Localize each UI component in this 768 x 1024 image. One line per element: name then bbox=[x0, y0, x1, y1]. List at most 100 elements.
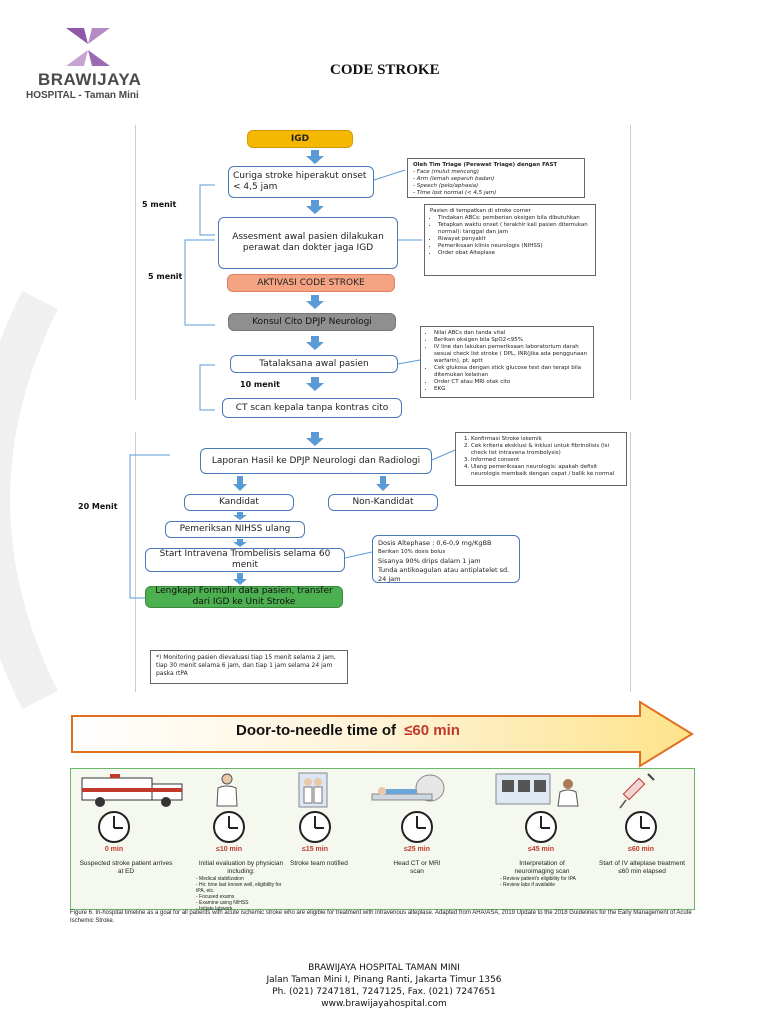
report-item: Informed consent bbox=[471, 457, 621, 464]
step-time: ≤60 min bbox=[627, 846, 655, 853]
step-description: Head CT or MRI scan bbox=[387, 860, 447, 876]
figure-caption: Figure 6. In-hospital timeline as a goal… bbox=[70, 910, 692, 924]
step-text: Initial evaluation by physician includin… bbox=[198, 860, 284, 875]
initial-item: EKG bbox=[434, 386, 588, 393]
monitor-note: *) Monitoring pasien dievaluasi tiap 15 … bbox=[150, 650, 348, 684]
step-text: Start of IV alteplase treatment ≤60 min … bbox=[599, 860, 685, 875]
footer-line: www.brawijayahospital.com bbox=[321, 999, 447, 1009]
logo-icon bbox=[66, 28, 110, 66]
step-sub: - Review patient's eligibility for tPA bbox=[500, 876, 576, 882]
frame-line-right-2 bbox=[630, 432, 631, 692]
step-sub: - Review labs if available bbox=[500, 882, 556, 888]
label-20-menit: 20 Menit bbox=[78, 502, 118, 511]
step-description: Interpretation of neuroimaging scan - Re… bbox=[500, 860, 584, 888]
initial-note: Nilai ABCs dan tanda vital Berikan oksig… bbox=[420, 326, 594, 398]
step-text: Head CT or MRI scan bbox=[393, 860, 441, 875]
frame-line-left-1 bbox=[135, 125, 136, 400]
konsul-box: Konsul Cito DPJP Neurologi bbox=[228, 313, 396, 331]
clock-icon bbox=[213, 811, 245, 843]
step-sub: - Medical stabilization bbox=[196, 876, 244, 882]
step-time: 0 min bbox=[104, 846, 124, 853]
step-sub: - Initiate labwork bbox=[196, 906, 233, 912]
report-item: Cek kriteria eksklusi & inklusi untuk fi… bbox=[471, 443, 621, 457]
step-description: Initial evaluation by physician includin… bbox=[196, 860, 286, 912]
corner-item: Riwayat penyakit bbox=[438, 236, 590, 243]
step-text: Suspected stroke patient arrives at ED bbox=[79, 860, 173, 875]
curiga-box: Curiga stroke hiperakut onset < 4,5 jam bbox=[228, 166, 374, 198]
initial-item: Nilai ABCs dan tanda vital bbox=[434, 330, 588, 337]
dose-line: Berikan 10% dosis bolus bbox=[378, 549, 446, 555]
label-10-menit: 10 menit bbox=[240, 380, 280, 389]
frame-line-right-1 bbox=[630, 125, 631, 400]
report-item: Konfirmasi Stroke iskemik bbox=[471, 436, 621, 443]
start-box: Start Intravena Trombelisis selama 60 me… bbox=[145, 548, 345, 572]
nihss-box: Pemeriksan NIHSS ulang bbox=[165, 521, 305, 538]
label-5-menit-b: 5 menit bbox=[148, 272, 183, 281]
report-note: Konfirmasi Stroke iskemik Cek kriteria e… bbox=[455, 432, 627, 486]
initial-item: IV line dan lakukan pemeriksaan laborato… bbox=[434, 344, 588, 365]
corner-item: Pemeriksaan klinis neurologis (NIHSS) bbox=[438, 243, 590, 250]
footer-line: BRAWIJAYA HOSPITAL TAMAN MINI bbox=[308, 963, 460, 973]
banner-target: ≤60 min bbox=[404, 722, 460, 739]
step-description: Suspected stroke patient arrives at ED bbox=[76, 860, 176, 876]
initial-item: Order CT atau MRI otak cito bbox=[434, 379, 588, 386]
footer-line: Ph. (021) 7247181, 7247125, Fax. (021) 7… bbox=[272, 987, 496, 997]
corner-note: Pasien di tempatkan di stroke corner Tin… bbox=[424, 204, 596, 276]
step-sub: - Hx: time last known well, eligibility … bbox=[196, 882, 282, 894]
banner-text: Door-to-needle time of ≤60 min bbox=[236, 722, 460, 739]
step-time: ≤10 min bbox=[215, 846, 243, 853]
stroke-team-icon bbox=[298, 772, 328, 808]
laporan-box: Laporan Hasil ke DPJP Neurologi dan Radi… bbox=[200, 448, 432, 474]
clock-icon bbox=[525, 811, 557, 843]
step-time: ≤25 min bbox=[403, 846, 431, 853]
tatalaksana-box: Tatalaksana awal pasien bbox=[230, 355, 398, 373]
aktivasi-box: AKTIVASI CODE STROKE bbox=[227, 274, 395, 292]
step-description: Start of IV alteplase treatment ≤60 min … bbox=[596, 860, 688, 876]
kandidat-box: Kandidat bbox=[184, 494, 294, 511]
clock-icon bbox=[299, 811, 331, 843]
ct-box: CT scan kepala tanpa kontras cito bbox=[222, 398, 402, 418]
step-time: ≤45 min bbox=[527, 846, 555, 853]
banner-arrow bbox=[71, 700, 694, 768]
step-description: Stroke team notified bbox=[290, 860, 380, 868]
step-text: Interpretation of neuroimaging scan bbox=[514, 860, 570, 875]
logo-sub: HOSPITAL - Taman Mini bbox=[26, 90, 139, 101]
footer-line: Jalan Taman Mini I, Pinang Ranti, Jakart… bbox=[266, 975, 502, 985]
step-sub: - Focused exams bbox=[196, 894, 235, 900]
ct-scan-icon bbox=[371, 774, 445, 802]
triage-item: - Speech (pelo/aphasia) bbox=[413, 183, 479, 189]
non-kandidat-box: Non-Kandidat bbox=[328, 494, 438, 511]
triage-item: - Time lost normal (< 4,5 jam) bbox=[413, 190, 497, 196]
clock-icon bbox=[401, 811, 433, 843]
ambulance-icon bbox=[81, 774, 183, 807]
corner-title: Pasien di tempatkan di stroke corner bbox=[430, 208, 531, 214]
dose-line: Tunda antikoagulan atau antiplatelet sd.… bbox=[378, 566, 510, 583]
frame-line-left-2 bbox=[135, 432, 136, 692]
step-text: Stroke team notified bbox=[290, 860, 348, 867]
dose-line: Sisanya 90% drips dalam 1 jam bbox=[378, 557, 481, 565]
neuroimaging-icon bbox=[495, 773, 579, 807]
assesment-box: Assesment awal pasien dilakukan perawat … bbox=[218, 217, 398, 269]
triage-item: - Arm (lemah separuh badan) bbox=[413, 176, 495, 182]
clock-icon bbox=[98, 811, 130, 843]
banner-label: Door-to-needle time of bbox=[236, 722, 396, 739]
corner-item: Tindakan ABCs: pemberian oksigen bila di… bbox=[438, 215, 590, 222]
corner-item: Tetapkan waktu onset ( terakhir kali pas… bbox=[438, 222, 590, 236]
triage-note: Oleh Tim Triage (Perawat Triage) dengan … bbox=[407, 158, 585, 198]
igd-box: IGD bbox=[247, 130, 353, 148]
corner-item: Order obat Alteplase bbox=[438, 250, 590, 257]
dose-line: Dosis Altephase : 0,6-0,9 mg/KgBB bbox=[378, 539, 492, 547]
logo-name: BRAWIJAYA bbox=[38, 70, 142, 89]
clock-icon bbox=[625, 811, 657, 843]
syringe-icon bbox=[619, 773, 655, 809]
monitor-text: *) Monitoring pasien dievaluasi tiap 15 … bbox=[156, 654, 336, 677]
doctor-icon bbox=[216, 773, 238, 807]
step-time: ≤15 min bbox=[301, 846, 329, 853]
dose-note: Dosis Altephase : 0,6-0,9 mg/KgBB Berika… bbox=[372, 535, 520, 583]
initial-item: Cek glukosa dengan stick glucose test da… bbox=[434, 365, 588, 379]
page-title: CODE STROKE bbox=[330, 62, 440, 78]
lengkapi-box: Lengkapi Formulir data pasien, transfer … bbox=[145, 586, 343, 608]
triage-title: Oleh Tim Triage (Perawat Triage) dengan … bbox=[413, 162, 558, 168]
